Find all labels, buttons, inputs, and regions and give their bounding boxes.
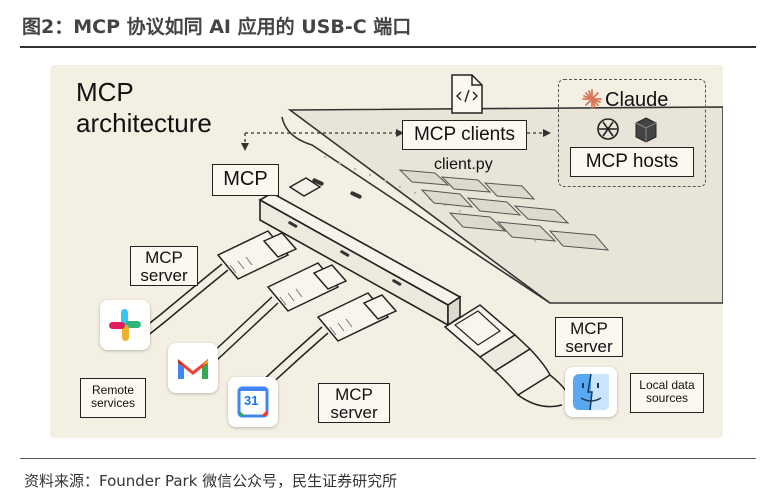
mcp-server-box-top: MCP server: [130, 246, 198, 286]
figure-source: 资料来源：Founder Park 微信公众号，民生证券研究所: [24, 472, 398, 490]
slack-tile: [100, 300, 150, 350]
mcp-server-box-right: MCP server: [555, 317, 623, 357]
slack-icon: [109, 309, 141, 341]
remote-line1: Remote: [91, 383, 135, 397]
mcp-server-box-middle: MCP server: [318, 383, 390, 423]
server-mid-line2: server: [330, 402, 378, 422]
figure-title: 图2：MCP 协议如同 AI 应用的 USB-C 端口: [22, 16, 412, 38]
cube-icon: [635, 117, 657, 143]
local-line1: Local data: [639, 378, 695, 392]
mcp-clients-box: MCP clients: [402, 120, 527, 150]
remote-services-box: Remote services: [80, 378, 146, 418]
title-divider: [20, 46, 756, 48]
mcp-hosts-box: MCP hosts: [570, 147, 694, 177]
local-line2: sources: [645, 390, 689, 405]
mcp-label: MCP: [223, 168, 268, 190]
google-calendar-tile: 31: [228, 377, 278, 427]
google-calendar-icon: [237, 386, 269, 418]
server-mid-line1: MCP: [335, 385, 373, 404]
diagram-heading-line1: MCP: [76, 77, 134, 107]
local-data-sources-box: Local data sources: [630, 373, 704, 413]
claude-sparkle-icon: [582, 89, 602, 109]
dashed-arrows: [244, 132, 545, 145]
mcp-clients-label: MCP clients: [413, 124, 515, 145]
gmail-icon: [178, 359, 208, 379]
client-file-label: client.py: [434, 156, 493, 173]
claude-label: Claude: [605, 89, 669, 111]
usb-c-plugs: [216, 230, 398, 342]
laptop-ports: [312, 178, 362, 199]
mcp-box: MCP: [212, 164, 279, 196]
mcp-architecture-diagram: MCP architecture MCP MCP clients client.…: [50, 65, 723, 438]
finder-icon: [573, 373, 609, 411]
server-top-line2: server: [140, 265, 188, 285]
server-right-line1: MCP: [570, 319, 608, 338]
code-file-icon: [451, 74, 483, 114]
calendar-day: 31: [244, 393, 259, 408]
plug-grips: [229, 256, 353, 336]
mcp-hosts-label: MCP hosts: [585, 151, 679, 172]
gmail-tile: [168, 343, 218, 393]
hub-connector: [288, 177, 322, 197]
server-right-line2: server: [565, 336, 613, 356]
source-divider: [20, 458, 756, 459]
remote-line2: services: [90, 395, 135, 410]
openai-icon: [597, 118, 619, 140]
usb-hub-ports: [288, 221, 402, 286]
laptop-edge: [281, 116, 551, 304]
laptop-keys: [398, 169, 610, 251]
mcp-hosts-group: [558, 79, 706, 187]
finder-tile: [565, 367, 617, 417]
server-top-line1: MCP: [145, 248, 183, 267]
diagram-heading-line2: architecture: [76, 108, 212, 138]
